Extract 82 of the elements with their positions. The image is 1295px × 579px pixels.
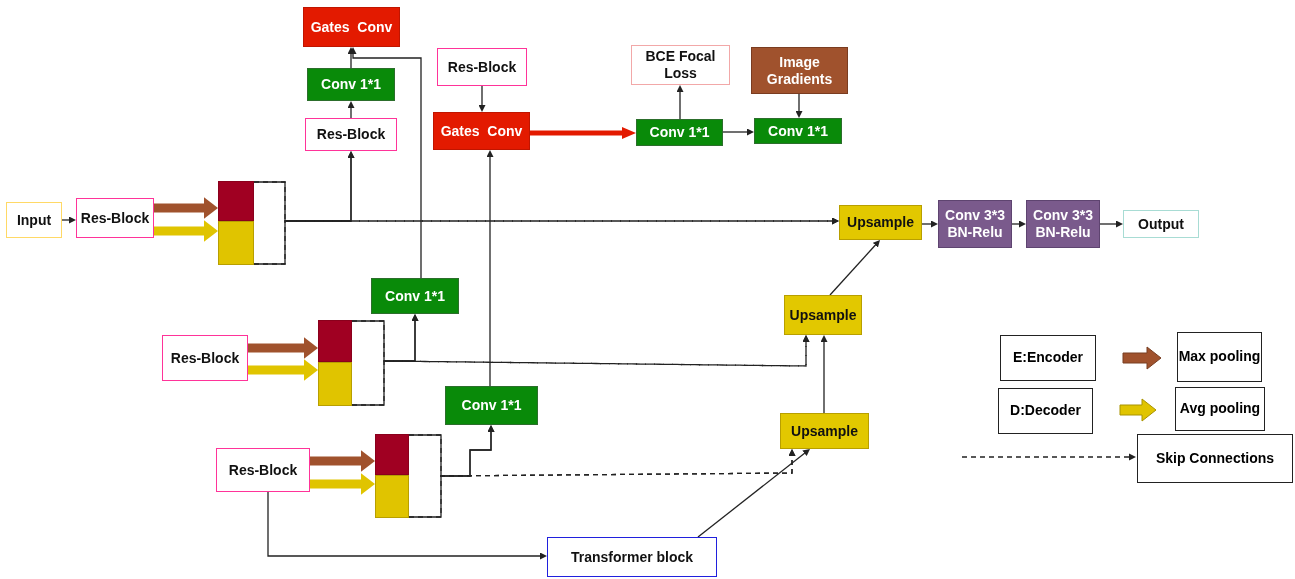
block-arrow [154,197,218,219]
feature-block [218,221,254,265]
arrow [349,47,422,279]
feature-block [318,362,352,406]
feature-block [375,475,409,518]
arrow [1099,220,1123,228]
arrow [676,85,684,120]
res-block-box [216,448,310,492]
conv-box [1026,200,1100,248]
skip-connection-arrow [351,335,810,406]
arrow [486,150,494,387]
box-label: Res-Block [316,126,386,143]
feature-block [218,181,254,221]
arrow [921,220,938,228]
conv-box [754,118,842,144]
box-label: Upsample [789,306,857,324]
block-arrow [310,450,375,472]
block-arrow [310,473,375,495]
box-label: Conv 1*1 [461,397,522,414]
arrow [820,335,828,414]
notation-label: D:Decoder [998,388,1093,434]
box-label: Upsample [791,422,858,440]
gradients-box [751,47,848,94]
res-block-box [162,335,248,381]
output-box [1123,210,1199,238]
skip-connection-arrow [408,449,796,518]
box-label: Conv 3*3 BN-Relu [944,207,1006,241]
conv-box [307,68,395,101]
legend-label: Skip Connections [1137,434,1293,483]
arrow [347,101,355,119]
box-label: Output [1138,215,1184,233]
box-label: Conv 1*1 [321,76,381,93]
notation-label: E:Encoder [1000,335,1096,381]
arrow [722,128,754,136]
conv-box [445,386,538,425]
feature-block [318,320,352,362]
box-label: Res-Block [228,461,298,479]
arrow [697,449,810,538]
conv-box [636,119,723,146]
skip-connection-arrow [253,217,839,265]
arrow [61,216,76,224]
arrow [347,47,355,69]
block-arrow [248,359,318,381]
block-arrow [248,337,318,359]
conv-box [938,200,1012,248]
box-label: Image Gradients [765,53,834,88]
transformer-box [547,537,717,577]
upsample-box [839,205,922,240]
box-label: Res-Block [447,58,517,76]
upsample-box [780,413,869,449]
box-label: Conv 1*1 [768,122,828,140]
gates-conv-box [433,112,530,150]
box-label: Upsample [847,214,914,231]
input-box [6,202,62,238]
block-arrow [154,220,218,242]
feature-block [375,434,409,475]
box-label: Conv 3*3 BN-Relu [1032,207,1094,241]
arrow [267,491,547,560]
arrow [795,93,803,118]
skip-connection-arrow [351,320,810,367]
arrow [478,85,486,112]
box-label: BCE Focal Loss [644,48,717,82]
box-label: Conv 1*1 [649,124,710,141]
conv-box [371,278,459,314]
legend-label: Max pooling [1177,332,1262,382]
res-block-box [437,48,527,86]
box-label: Gates Conv [440,122,523,140]
box-label: Transformer block [570,548,694,566]
upsample-box [784,295,862,335]
box-label: Res-Block [170,349,240,367]
box-label: Gates Conv [310,18,393,36]
res-block-box [305,118,397,151]
arrow [1011,220,1026,228]
loss-box [631,45,730,85]
gates-conv-box [303,7,400,47]
res-block-box [76,198,154,238]
box-label: Input [16,211,52,229]
arrow [829,240,880,296]
box-label: Res-Block [80,209,150,227]
legend-label: Avg pooling [1175,387,1265,431]
block-arrow [530,127,636,139]
box-label: Conv 1*1 [385,287,445,305]
